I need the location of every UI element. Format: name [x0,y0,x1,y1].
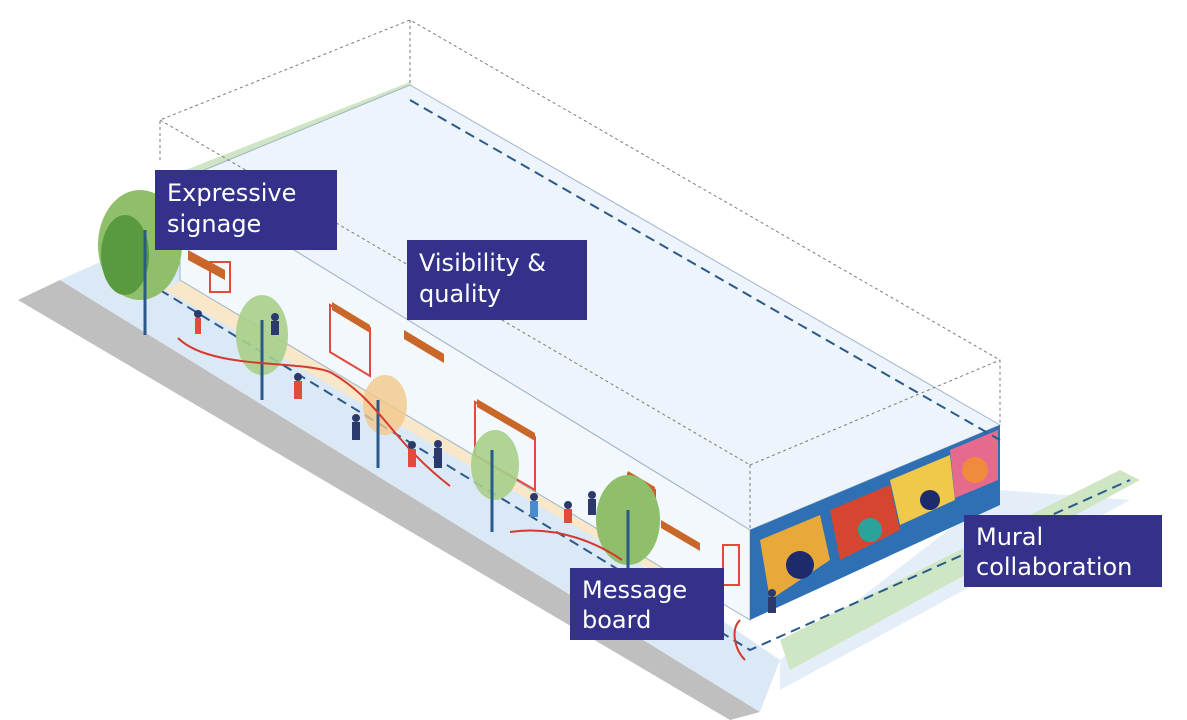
pedestrian-paths [177,337,746,661]
expressive-signage-label: Expressive signage [155,170,337,250]
message-board-label: Message board [570,568,724,640]
people [194,310,776,613]
building-envelope-outline [159,19,1001,530]
visibility-quality-label: Visibility & quality [407,240,587,320]
mural-collaboration-label: Mural collaboration [964,515,1162,587]
mural-artwork [760,430,998,600]
